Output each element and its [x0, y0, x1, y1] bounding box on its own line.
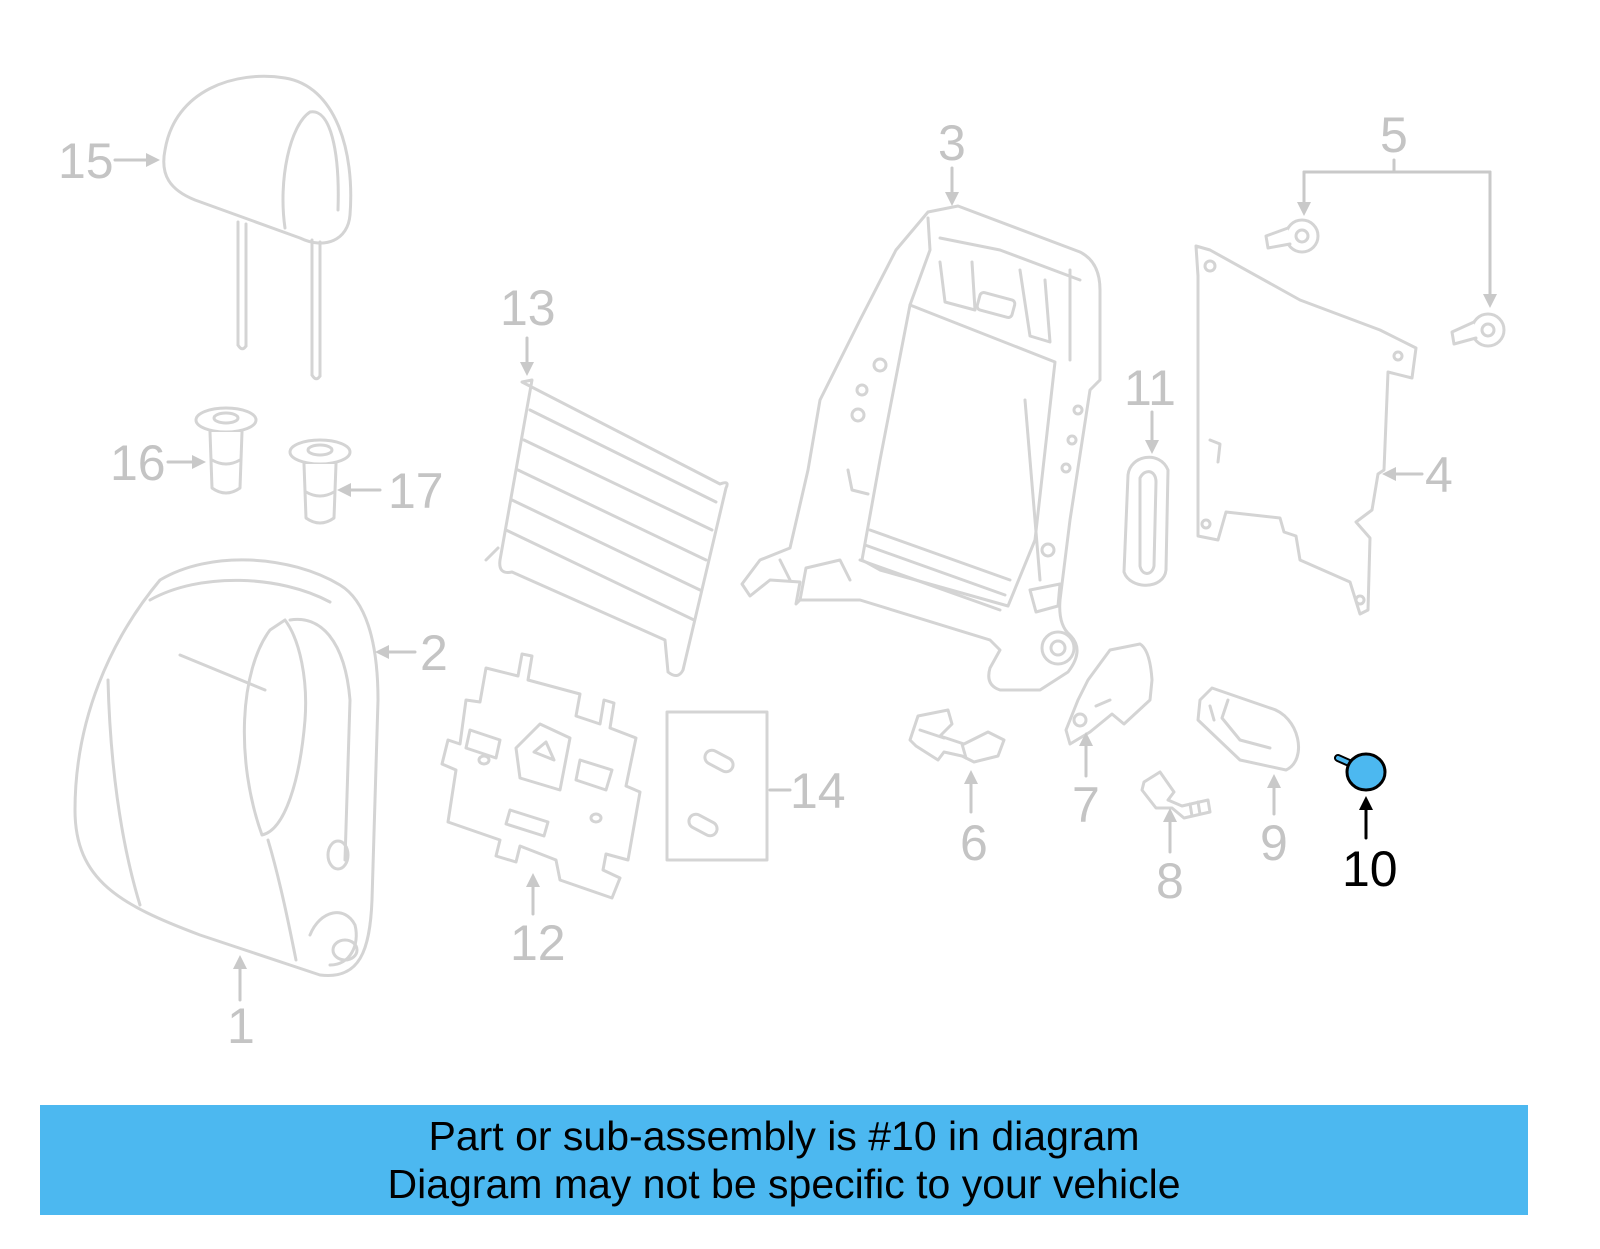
callout-5: 5	[1297, 107, 1497, 308]
callout-label-15: 15	[58, 133, 114, 189]
part-7-hinge-cover	[1064, 642, 1154, 746]
part-5-bolts	[1264, 218, 1506, 348]
callout-2: 2	[375, 625, 448, 681]
callout-6: 6	[960, 770, 988, 871]
callout-label-16: 16	[110, 435, 166, 491]
callout-label-8: 8	[1156, 853, 1184, 909]
callout-label-17: 17	[388, 463, 444, 519]
callout-11: 11	[1124, 360, 1176, 454]
callout-13: 13	[500, 280, 556, 376]
callout-3: 3	[938, 115, 966, 206]
part-6-bracket	[908, 708, 1006, 764]
part-8-bolt	[1140, 770, 1212, 820]
part-16-clip	[194, 406, 258, 495]
part-4-back-panel	[1194, 244, 1418, 616]
callout-label-12: 12	[510, 915, 566, 971]
callout-7: 7	[1072, 732, 1100, 833]
part-11-trim	[1122, 455, 1170, 587]
callout-label-7: 7	[1072, 777, 1100, 833]
callout-12: 12	[510, 873, 566, 971]
callout-label-1: 1	[227, 998, 255, 1054]
callout-label-11: 11	[1124, 360, 1176, 416]
callout-label-5: 5	[1380, 107, 1408, 163]
part-14-pad	[665, 710, 769, 862]
callout-17: 17	[337, 463, 444, 519]
callout-label-14: 14	[790, 763, 846, 819]
callout-10: 10	[1342, 796, 1398, 897]
callout-label-6: 6	[960, 815, 988, 871]
part-3-seatback-frame	[740, 204, 1102, 692]
callout-label-2: 2	[420, 625, 448, 681]
callout-label-13: 13	[500, 280, 556, 336]
part-13-lumbar-panel	[484, 378, 729, 677]
info-banner: Part or sub-assembly is #10 in diagram D…	[40, 1105, 1528, 1215]
callout-14: 14	[768, 763, 846, 819]
banner-line-disclaimer: Diagram may not be specific to your vehi…	[387, 1161, 1181, 1207]
part-9-handle	[1196, 686, 1301, 772]
callout-15: 15	[58, 133, 160, 189]
part-17-clip	[288, 438, 352, 525]
callout-label-10: 10	[1342, 841, 1398, 897]
callout-9: 9	[1260, 774, 1288, 871]
callout-16: 16	[110, 435, 206, 491]
callout-label-9: 9	[1260, 815, 1288, 871]
callout-1: 1	[227, 955, 255, 1054]
part-12-bracket-plate	[440, 652, 642, 900]
part-10-knob	[1334, 752, 1387, 792]
callout-label-4: 4	[1425, 447, 1453, 503]
banner-line-part-number: Part or sub-assembly is #10 in diagram	[428, 1113, 1140, 1159]
callout-4: 4	[1382, 447, 1453, 503]
part-15-headrest	[162, 74, 353, 381]
part-1-2-seatback-cover	[73, 558, 380, 978]
callout-label-3: 3	[938, 115, 966, 171]
callout-8: 8	[1156, 808, 1184, 909]
